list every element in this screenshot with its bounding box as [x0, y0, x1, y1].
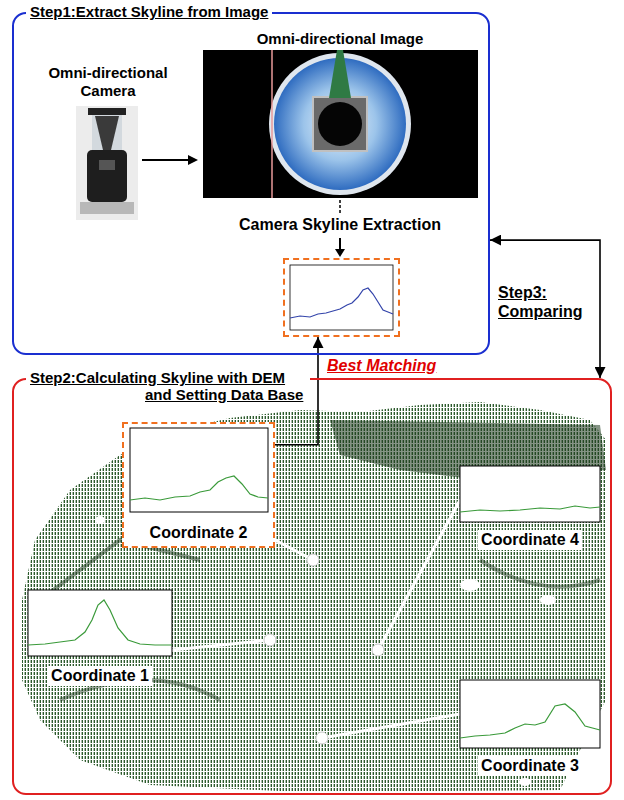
leader-line: [322, 714, 460, 738]
dashed-leader: [339, 200, 341, 213]
chart-frame: [290, 265, 393, 330]
arrow-head: [188, 155, 198, 165]
leader-line: [172, 640, 270, 650]
location-dot: [372, 644, 384, 656]
coordinate-label: Coordinate 1: [48, 666, 152, 686]
camera-base: [80, 202, 134, 214]
label-layer: Step3: ComparingBest MatchingOmni-direct…: [0, 0, 200, 38]
flow-arrow: [142, 159, 190, 161]
camera-body: [87, 150, 127, 202]
skyline-curve: [460, 506, 600, 512]
chart-caption: Camera Skyline Extraction: [239, 216, 441, 234]
location-dot: [264, 634, 276, 646]
chart-outline: [283, 258, 400, 337]
edge-label: Step3: Comparing: [498, 283, 590, 321]
image-caption: Omni-directional Camera: [33, 64, 183, 100]
terrain-surface: [22, 402, 606, 792]
connector-arrow: [490, 240, 600, 378]
coordinate-label: Coordinate 4: [478, 530, 582, 550]
panel-title: Step2:Calculating Skyline with DEM and S…: [26, 369, 310, 403]
chart-frame: [28, 590, 172, 656]
skyline-curve: [290, 288, 393, 318]
scan-line: [271, 50, 273, 198]
terrain-ridge: [480, 560, 600, 587]
chart-frame: [130, 428, 268, 512]
image-ground: [203, 50, 478, 198]
panel-title: Step1:Extract Skyline from Image: [26, 3, 272, 20]
camera-photo: [76, 106, 138, 220]
skyline-curve: [460, 704, 600, 738]
coordinate-label: Coordinate 2: [147, 523, 251, 543]
terrain-gap: [540, 595, 556, 605]
coordinate-label: Coordinate 3: [478, 756, 582, 776]
edge-label: Best Matching: [324, 357, 439, 375]
mirror-center: [318, 102, 362, 146]
chart-frame: [460, 680, 600, 748]
terrain-gap: [460, 579, 480, 591]
image-caption: Omni-directional Image: [240, 30, 440, 48]
skyline-curve: [28, 600, 172, 645]
photo-ground: [76, 106, 138, 220]
step-panel: Step2:Calculating Skyline with DEM and S…: [12, 378, 612, 795]
flow-arrow: [339, 238, 341, 250]
chart-frame: [460, 466, 600, 522]
terrain-gap: [95, 516, 105, 524]
omni-image: [203, 50, 478, 198]
location-dot: [316, 732, 328, 744]
camera-glass: [92, 114, 122, 154]
arrow-head: [335, 249, 345, 257]
camera-cap: [88, 108, 126, 115]
mirror-frame: [313, 97, 367, 151]
skyline-chart: Camera Skyline Extraction: [230, 216, 450, 337]
mount-cone: [329, 50, 351, 98]
terrain-gap: [519, 778, 531, 786]
coordinate-chart: Coordinate 3: [460, 680, 600, 776]
coordinate-chart: Coordinate 4: [460, 466, 600, 550]
coordinate-chart: Coordinate 1: [28, 590, 172, 686]
coordinate-chart: Coordinate 2: [122, 422, 275, 548]
leader-line: [378, 500, 460, 650]
location-dot: [307, 554, 319, 566]
chart-ground: [122, 422, 275, 548]
camera-mirror: [95, 116, 119, 150]
dem-terrain: [22, 402, 606, 792]
step-panel: Step1:Extract Skyline from ImageCamera S…: [12, 12, 490, 355]
skyline-curve: [130, 476, 268, 500]
camera-lens: [99, 160, 115, 170]
